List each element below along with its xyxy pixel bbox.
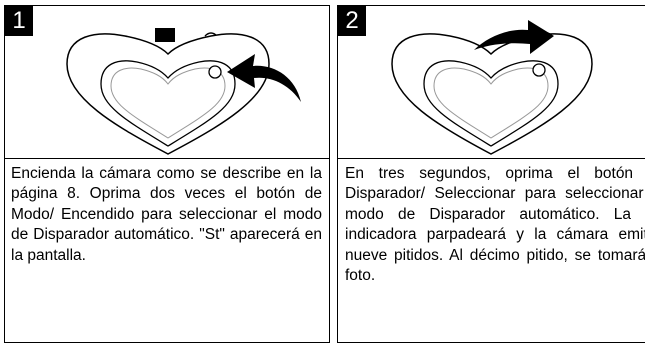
instruction-paragraph: Encienda la cámara como se describe en l… [11,165,322,264]
illustration-area: 1 [5,6,329,159]
instruction-panel-step-2: 2 En tres segundos, oprima el botón de D… [337,5,645,343]
step-number-badge: 1 [5,6,33,36]
instruction-panel-step-1: 1 Encienda la cámara como se describe en… [4,5,330,343]
instruction-text: Encienda la cámara como se describe en l… [11,164,322,266]
illustration-area: 2 [338,6,645,159]
instruction-text: En tres segundos, oprima el botón de Dis… [345,164,645,286]
curved-arrow-right-icon [474,20,554,54]
curved-arrow-left-icon [227,54,301,102]
step-number-badge: 2 [338,6,366,36]
instruction-paragraph: En tres segundos, oprima el botón de Dis… [345,165,645,285]
